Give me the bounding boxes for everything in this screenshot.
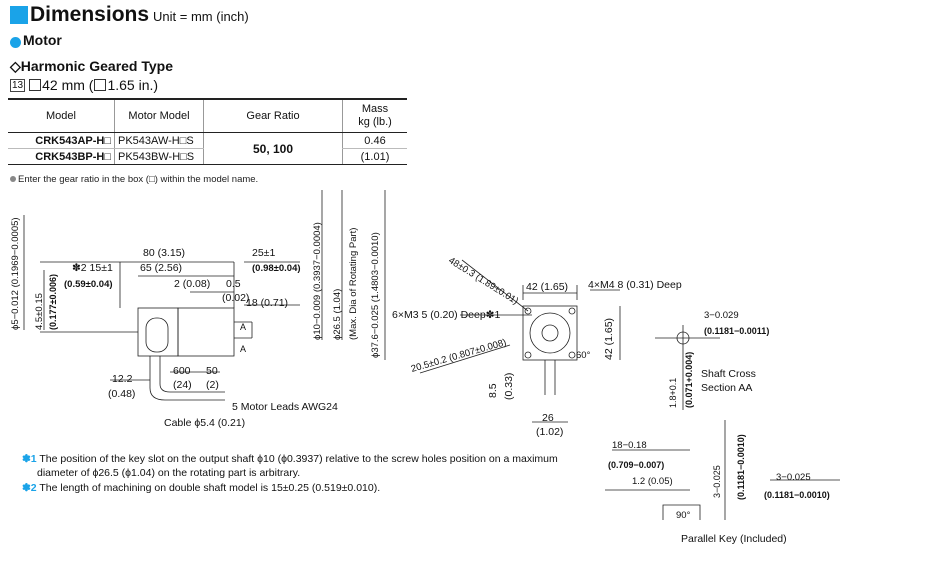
dim-42-v: 42 (1.65) [603,318,615,360]
motor-leads-label: 5 Motor Leads AWG24 [232,401,338,413]
dim-15: ✽2 15±1 [72,262,113,274]
table-note: Enter the gear ratio in the box (□) with… [10,174,258,185]
key-dim-18: 18−0.18 [612,440,647,451]
table-cell-motor: PK543AW-H□S [114,132,204,149]
dim-max-dia: (Max. Dia of Rotating Part) [348,228,359,340]
table-cell-mass: 0.46 [342,132,407,149]
gearhead-body [137,307,179,357]
key-dim-90deg: 90° [676,510,691,521]
key-dim-1-2: 1.2 (0.05) [632,476,673,487]
connector-shape [145,317,169,353]
dim-80: 80 (3.15) [143,247,185,259]
key-dim-3-h: 3−0.025 [776,472,811,483]
key-dim-3-h-in: (0.1181−0.0010) [764,490,830,500]
shaft-label-2: Section AA [701,382,752,394]
cable-label: Cable ϕ5.4 (0.21) [164,417,245,429]
unit-label: Unit = mm (inch) [153,9,249,24]
size-badge: 13 [10,79,26,92]
subsection-title: ◇Harmonic Geared Type [10,58,174,74]
col-motor-model: Motor Model [114,98,204,133]
dim-42: 42 (1.65) [526,281,568,293]
dim-12-2: 12.2 [112,373,133,385]
dim-phi10: ϕ10−0.009 (0.3937−0.0004) [312,222,323,340]
dim-0-48: (0.48) [108,388,135,400]
table-cell-gear: 50, 100 [203,132,343,165]
dim-6xm3: 6×M3 5 (0.20) Deep✽1 [392,309,500,321]
key-shape [662,504,701,520]
key-dim-18-in: (0.709−0.007) [608,460,664,470]
dim-20-5: 20.5±0.2 (0.807±0.008) [410,337,508,375]
dim-0-5: 0.5 [226,278,241,290]
dim-phi5: ϕ5−0.012 (0.1969−0.0005) [10,217,21,330]
table-cell-model: CRK543BP-H□ [8,148,115,165]
square-icon [94,79,107,91]
dim-18: 18 (0.71) [246,297,288,309]
dim-48: 48±0.3 (1.89±0.01) [446,255,520,307]
bullet-icon [10,37,21,48]
square-icon [29,79,42,91]
dim-phi37-6: ϕ37.6−0.025 (1.4803−0.0010) [370,232,381,358]
dim-50: 50 [206,365,218,377]
dim-0-33: (0.33) [503,373,515,400]
col-gear-ratio: Gear Ratio [203,98,343,133]
dim-26: 26 [542,412,554,424]
dim-0-02: (0.02) [222,292,249,304]
col-model: Model [8,98,115,133]
dim-25: 25±1 [252,247,275,259]
cable-shape [149,356,225,401]
dim-4xm4: 4×M4 8 (0.31) Deep [588,279,682,291]
key-dim-3-v-in: (0.1181−0.0010) [736,434,746,500]
dim-25-in: (0.98±0.04) [252,263,301,274]
dim-8-5: 8.5 [487,383,499,398]
title-square-icon [10,6,28,24]
footnote-2: ✽2 The length of machining on double sha… [22,482,381,494]
parallel-key-label: Parallel Key (Included) [681,533,787,545]
dim-2b: (2) [206,379,219,391]
table-cell-motor: PK543BW-H□S [114,148,204,165]
shaft-dim-1-8-in: (0.071+0.004) [684,352,694,408]
section-a-bottom: A [240,344,246,354]
dim-65: 65 (2.56) [140,262,182,274]
dim-2: 2 (0.08) [174,278,210,290]
bullet-icon [10,176,16,182]
dim-1-02: (1.02) [536,426,563,438]
dim-60deg: 60° [576,350,591,361]
table-cell-model: CRK543AP-H□ [8,132,115,149]
shaft-dim-3: 3−0.029 [704,310,739,321]
section-a-top: A [240,322,246,332]
shaft-dim-1-8: 1.8+0.1 [668,378,678,408]
front-flange [522,305,578,361]
dim-15-in: (0.59±0.04) [64,279,113,290]
section-title: Motor [23,32,62,48]
shaft-dim-3-in: (0.1181−0.0011) [704,326,769,336]
shaft-label-1: Shaft Cross [701,368,756,380]
footnote-1: ✽1 The position of the key slot on the o… [22,453,558,479]
key-dim-3-v: 3−0.025 [712,465,722,498]
dim-600: 600 [173,365,191,377]
dim-4-5-in: (0.177±0.006) [48,274,58,330]
dim-phi26-5: ϕ26.5 (1.04) [332,289,343,340]
dim-24: (24) [173,379,192,391]
table-cell-mass: (1.01) [342,148,407,165]
dim-4-5: 4.5±0.15 [34,293,45,330]
motor-body [177,307,235,357]
